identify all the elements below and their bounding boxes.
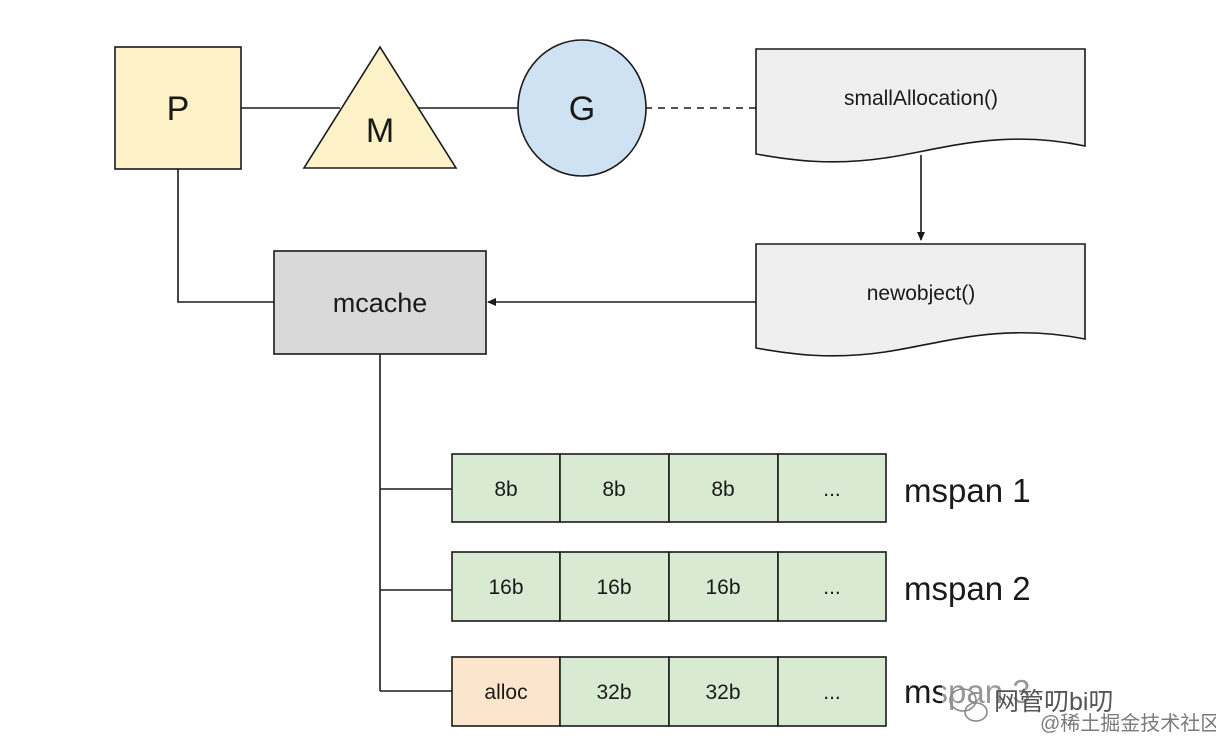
- span-cell: [777, 453, 887, 523]
- span-cell: [668, 551, 779, 622]
- span-cell: [559, 453, 670, 523]
- machine-m-node: M: [302, 45, 458, 169]
- p-mcache-connector: [177, 169, 274, 303]
- span-cell-label: 32b: [705, 681, 740, 704]
- g-circle: [517, 39, 647, 177]
- g-label: G: [569, 90, 595, 128]
- newobject-doc-shape: [755, 243, 1086, 357]
- m-triangle: [302, 45, 458, 169]
- span-cell: [777, 656, 887, 727]
- watermark: 网管叨bi叨 @稀土掘金技术社区: [942, 676, 1216, 738]
- span-cell: [777, 551, 887, 622]
- span-cell-label: 16b: [596, 576, 631, 599]
- mcache-box: [273, 250, 487, 355]
- processor-p-node: P: [114, 46, 242, 170]
- mspan-label: mspan 1: [904, 472, 1031, 509]
- connectors: [177, 107, 925, 692]
- mcache-label: mcache: [333, 288, 428, 318]
- span-cell: [559, 656, 670, 727]
- mspan-row: 8b 8b 8b ... mspan 1: [451, 453, 1031, 523]
- watermark-site: @稀土掘金技术社区: [1040, 712, 1216, 735]
- span-cell-label: 32b: [596, 681, 631, 704]
- span-cell-label: 16b: [488, 576, 523, 599]
- watermark-author: 网管叨bi叨: [994, 688, 1113, 716]
- m-label: M: [366, 112, 394, 150]
- span-cell: [668, 656, 779, 727]
- span-cell: [451, 551, 561, 622]
- smallallocation-node: smallAllocation(): [755, 48, 1086, 163]
- smallallocation-doc-shape: [755, 48, 1086, 163]
- span-cell-label: ...: [823, 576, 841, 599]
- newobject-label: newobject(): [867, 282, 976, 305]
- watermark-backdrop: [942, 676, 1216, 738]
- newobject-node: newobject(): [755, 243, 1086, 357]
- wechat-icon: [949, 688, 988, 722]
- span-cell-label: 16b: [705, 576, 740, 599]
- span-cell-label: ...: [823, 681, 841, 704]
- span-cell: [668, 453, 779, 523]
- p-box: [114, 46, 242, 170]
- mspan-row: 16b 16b 16b ... mspan 2: [451, 551, 1031, 622]
- span-cell-label: 8b: [494, 478, 517, 501]
- span-cell: [559, 551, 670, 622]
- span-cell-label: ...: [823, 478, 841, 501]
- p-label: P: [167, 90, 190, 128]
- span-cell-label: alloc: [484, 681, 527, 704]
- mcache-node: mcache: [273, 250, 487, 355]
- smallallocation-label: smallAllocation(): [844, 87, 998, 110]
- mspan-label: mspan 2: [904, 570, 1031, 607]
- goroutine-g-node: G: [517, 39, 647, 177]
- span-cell: [451, 453, 561, 523]
- span-cell-label: 8b: [711, 478, 734, 501]
- span-cell-label: 8b: [602, 478, 625, 501]
